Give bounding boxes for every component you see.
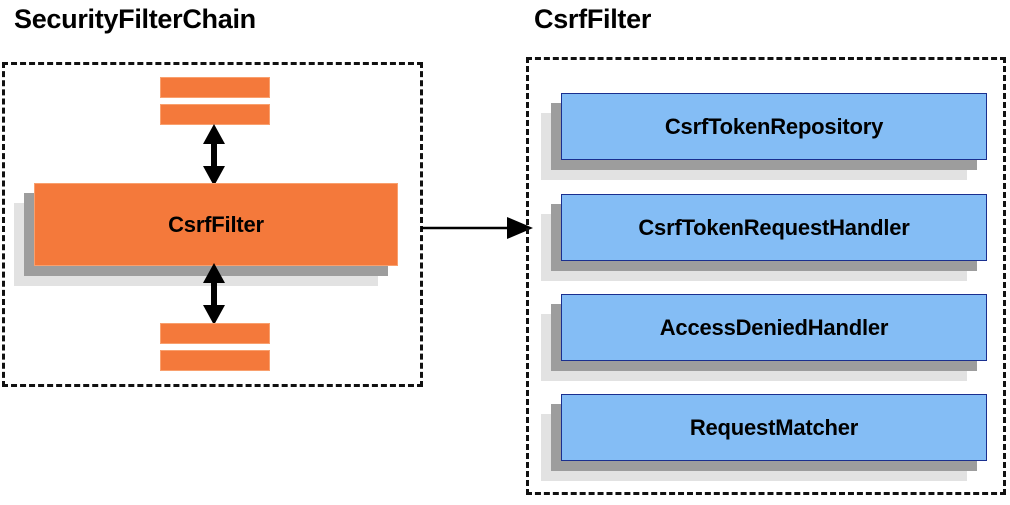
component-front: AccessDeniedHandler xyxy=(561,294,987,361)
filter-bar-below-2 xyxy=(160,350,270,371)
component-label: CsrfTokenRepository xyxy=(664,113,884,139)
csrffilter-box-front: CsrfFilter xyxy=(34,183,398,266)
filter-bar-above-2 xyxy=(160,104,270,125)
csrffilter-detail-panel xyxy=(526,57,1006,495)
filter-bar-below-1 xyxy=(160,323,270,344)
component-front: RequestMatcher xyxy=(561,394,987,461)
arrow-below-csrffilter xyxy=(198,263,230,325)
component-front: CsrfTokenRepository xyxy=(561,93,987,160)
left-to-right-connector-arrow xyxy=(421,215,533,241)
right-panel-title: CsrfFilter xyxy=(534,4,652,34)
component-box-request-matcher[interactable]: RequestMatcher xyxy=(541,394,987,481)
filter-bar-above-1 xyxy=(160,77,270,98)
component-box-csrf-token-repository[interactable]: CsrfTokenRepository xyxy=(541,93,987,180)
component-label: RequestMatcher xyxy=(689,414,859,440)
component-label: CsrfTokenRequestHandler xyxy=(638,214,910,240)
csrffilter-box[interactable]: CsrfFilter xyxy=(14,183,398,286)
component-label: AccessDeniedHandler xyxy=(659,314,889,340)
security-filter-chain-panel xyxy=(2,62,423,387)
component-box-access-denied-handler[interactable]: AccessDeniedHandler xyxy=(541,294,987,381)
component-front: CsrfTokenRequestHandler xyxy=(561,194,987,261)
arrow-above-csrffilter xyxy=(198,124,230,186)
component-box-csrf-token-request-handler[interactable]: CsrfTokenRequestHandler xyxy=(541,194,987,281)
csrffilter-box-label: CsrfFilter xyxy=(168,211,264,237)
left-panel-title: SecurityFilterChain xyxy=(14,4,256,34)
